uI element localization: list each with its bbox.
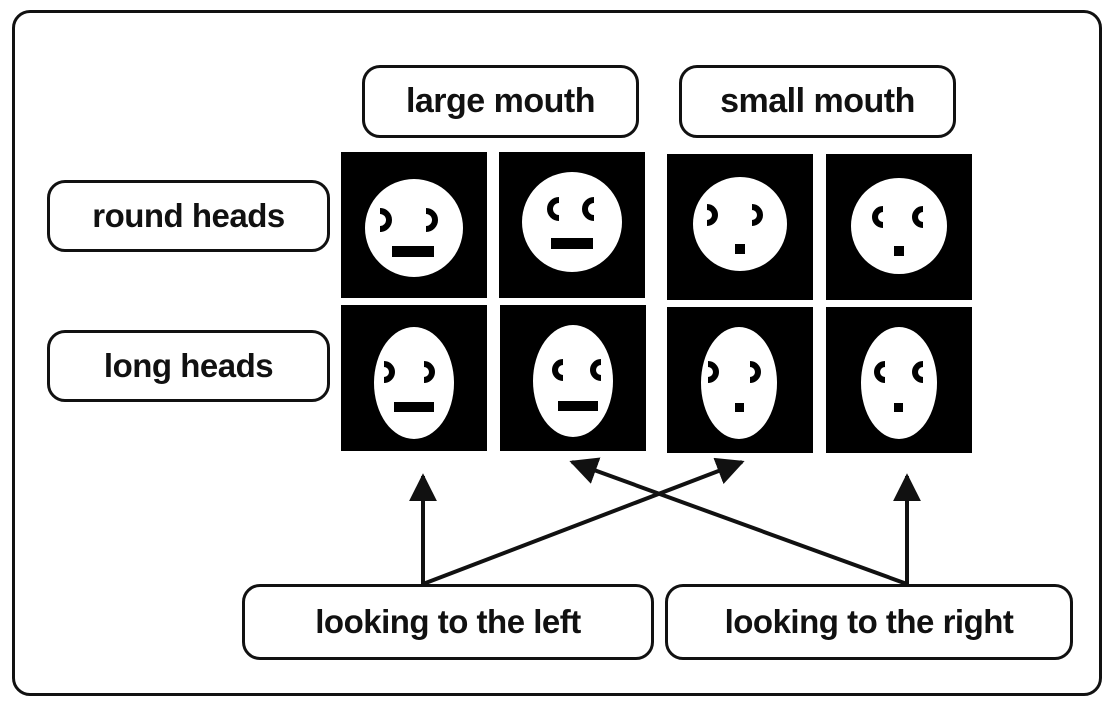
label-large-mouth: large mouth: [362, 65, 639, 138]
face-long-large-mouth-left: [341, 305, 487, 451]
label-small-mouth: small mouth: [679, 65, 956, 138]
face-round-small-mouth-right: [826, 154, 972, 300]
face-round-small-mouth-left: [667, 154, 813, 300]
label-round-heads: round heads: [47, 180, 330, 252]
label-looking-right: looking to the right: [665, 584, 1073, 660]
face-round-large-mouth-left: [341, 152, 487, 298]
face-long-large-mouth-right: [500, 305, 646, 451]
label-looking-left: looking to the left: [242, 584, 654, 660]
face-round-large-mouth-right: [499, 152, 645, 298]
label-long-heads: long heads: [47, 330, 330, 402]
face-long-small-mouth-left: [667, 307, 813, 453]
face-long-small-mouth-right: [826, 307, 972, 453]
